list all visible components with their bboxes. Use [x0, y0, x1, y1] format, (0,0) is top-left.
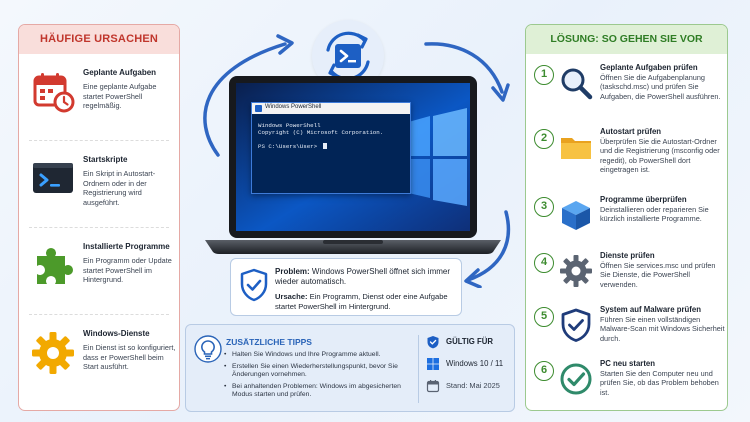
causes-panel: HÄUFIGE URSACHEN Geplante Aufgaben Eine …	[18, 24, 180, 411]
console-line: Windows PowerShell	[258, 122, 321, 129]
step-number: 2	[534, 129, 554, 149]
cause-text: Eine geplante Aufgabe startet PowerShell…	[83, 82, 157, 111]
step-services: 4 Dienste prüfen Öffnen Sie services.msc…	[526, 247, 727, 309]
cause-text: Ein Dienst ist so konfiguriert, dass er …	[83, 343, 176, 372]
calendar-icon	[426, 380, 440, 393]
step-title: Autostart prüfen	[600, 127, 662, 136]
step-restart: 6 PC neu starten Starten Sie den Compute…	[526, 355, 727, 410]
divider	[29, 140, 169, 141]
step-number: 4	[534, 253, 554, 273]
cause-scheduled-tasks: Geplante Aufgaben Eine geplante Aufgabe …	[19, 54, 179, 140]
problem-description: Windows PowerShell öffnet sich immer wie…	[275, 267, 451, 286]
cause-windows-services: Windows-Dienste Ein Dienst ist so konfig…	[19, 315, 179, 401]
cycle-arrow-top-right	[424, 42, 510, 102]
step-text: Deinstallieren oder reparieren Sie kürzl…	[600, 205, 709, 224]
solution-panel: LÖSUNG: SO GEHEN SIE VOR 1 Geplante Aufg…	[525, 24, 728, 411]
valid-title: GÜLTIG FÜR	[446, 337, 494, 346]
windows-logo-icon	[427, 358, 439, 370]
divider	[29, 314, 169, 315]
step-title: System auf Malware prüfen	[600, 305, 701, 314]
powershell-window[interactable]: Windows PowerShell Windows PowerShell Co…	[251, 102, 411, 194]
divider	[29, 227, 169, 228]
shield-icon	[561, 308, 591, 342]
step-title: PC neu starten	[600, 359, 656, 368]
status-date: Stand: Mai 2025	[446, 381, 500, 390]
cause-text: Ein Programm oder Update startet PowerSh…	[83, 256, 172, 285]
valid-os: Windows 10 / 11	[446, 359, 504, 368]
step-number: 1	[534, 65, 554, 85]
cycle-arrow-bottom-right	[464, 210, 511, 288]
powershell-small-icon	[255, 105, 262, 112]
puzzle-icon	[37, 248, 73, 284]
step-text: Öffnen Sie services.msc und prüfen Sie D…	[600, 261, 716, 289]
solution-title: LÖSUNG: SO GEHEN SIE VOR	[526, 25, 727, 54]
problem-box: Problem: Windows PowerShell öffnet sich …	[230, 258, 462, 316]
window-titlebar[interactable]: Windows PowerShell	[252, 103, 410, 114]
cause-text: Ein Skript in Autostart-Ordnern oder in …	[83, 169, 156, 207]
cause-title: Geplante Aufgaben	[83, 68, 157, 77]
step-title: Geplante Aufgaben prüfen	[600, 63, 698, 72]
shield-check-icon	[240, 268, 268, 302]
cause-title: Startskripte	[83, 155, 128, 164]
step-number: 5	[534, 307, 554, 327]
cause-title: Windows-Dienste	[83, 329, 150, 338]
cause-title: Installierte Programme	[83, 242, 170, 251]
tip-item: Erstellen Sie einen Wiederherstellungspu…	[224, 363, 410, 380]
step-number: 3	[534, 197, 554, 217]
magnifier-icon	[561, 68, 593, 100]
cause-summary: Ursache: Ein Programm, Dienst oder eine …	[275, 292, 459, 311]
step-text: Starten Sie den Computer neu und prüfen …	[600, 369, 719, 397]
tip-item: Halten Sie Windows und Ihre Programme ak…	[224, 351, 410, 360]
window-title: Windows PowerShell	[265, 104, 322, 110]
gear-icon	[32, 332, 74, 374]
cause-installed-programs: Installierte Programme Ein Programm oder…	[19, 228, 179, 314]
lightbulb-icon	[194, 335, 222, 363]
shield-icon	[427, 336, 439, 349]
console-line: Copyright (C) Microsoft Corporation.	[258, 129, 384, 136]
package-cube-icon	[562, 201, 590, 230]
step-title: Dienste prüfen	[600, 251, 655, 260]
calendar-clock-icon	[33, 73, 75, 113]
step-autostart: 2 Autostart prüfen Überprüfen Sie die Au…	[526, 123, 727, 185]
step-programs: 3 Programme überprüfen Deinstallieren od…	[526, 191, 727, 253]
gear-icon	[560, 255, 592, 287]
step-malware: 5 System auf Malware prüfen Führen Sie e…	[526, 301, 727, 363]
causes-title: HÄUFIGE URSACHEN	[19, 25, 179, 54]
divider	[418, 335, 419, 403]
step-text: Führen Sie einen vollständigen Malware-S…	[600, 315, 725, 343]
problem-label: Problem:	[275, 267, 310, 276]
console-prompt: PS C:\Users\User>	[258, 143, 318, 150]
step-title: Programme überprüfen	[600, 195, 687, 204]
step-text: Überprüfen Sie die Autostart-Ordner und …	[600, 137, 720, 175]
laptop: Windows PowerShell Windows PowerShell Co…	[205, 76, 501, 254]
tip-item: Bei anhaltenden Problemen: Windows im ab…	[224, 383, 410, 400]
step-number: 6	[534, 361, 554, 381]
cause-description: Ein Programm, Dienst oder eine Aufgabe s…	[275, 292, 448, 311]
step-scheduled-tasks: 1 Geplante Aufgaben prüfen Öffnen Sie di…	[526, 59, 727, 121]
folder-icon	[561, 138, 591, 159]
validity-info: GÜLTIG FÜR Windows 10 / 11 Stand: Mai 20…	[426, 335, 512, 401]
terminal-icon	[33, 163, 73, 193]
tips-list: Halten Sie Windows und Ihre Programme ak…	[224, 351, 410, 403]
tips-title: ZUSÄTZLICHE TIPPS	[226, 337, 312, 347]
problem-text: Problem: Windows PowerShell öffnet sich …	[275, 267, 459, 287]
cause-label: Ursache:	[275, 292, 308, 301]
cause-startup-scripts: Startskripte Ein Skript in Autostart-Ord…	[19, 141, 179, 227]
step-text: Öffnen Sie die Aufgabenplanung (taskschd…	[600, 73, 721, 101]
check-circle-icon	[560, 363, 592, 395]
cycle-arrow-left	[203, 34, 294, 157]
tips-box: ZUSÄTZLICHE TIPPS Halten Sie Windows und…	[185, 324, 515, 412]
console-cursor	[322, 143, 327, 149]
